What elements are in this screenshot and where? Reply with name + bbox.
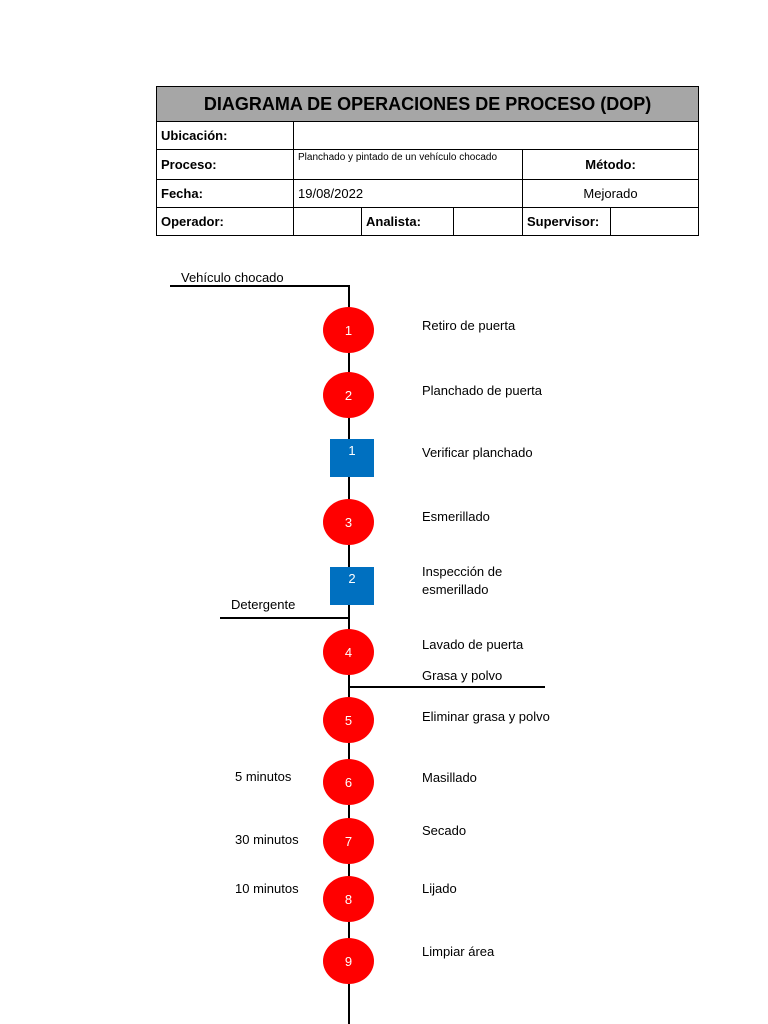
step-desc-3: Verificar planchado	[422, 445, 533, 460]
step-desc-10: Lijado	[422, 881, 457, 896]
inspection-square-2: 2	[330, 567, 374, 605]
ubicacion-value	[292, 121, 700, 150]
step-desc-7: Eliminar grasa y polvo	[422, 709, 550, 724]
analista-label: Analista:	[361, 207, 454, 236]
proceso-label: Proceso:	[156, 149, 294, 180]
time-label-8: 10 minutos	[235, 881, 299, 896]
fecha-label: Fecha:	[156, 179, 294, 208]
step-desc-9: Secado	[422, 823, 467, 838]
input-label-detergente: Detergente	[231, 597, 296, 612]
proceso-value: Planchado y pintado de un vehículo choca…	[293, 149, 523, 180]
analista-value	[453, 207, 523, 236]
input-label-vehiculo: Vehículo chocado	[181, 270, 284, 285]
metodo-value: Mejorado	[521, 179, 700, 208]
operation-circle-1: 1	[323, 307, 374, 353]
fecha-value: 19/08/2022	[293, 179, 523, 208]
operation-circle-6: 6	[323, 759, 374, 805]
operation-circle-5: 5	[323, 697, 374, 743]
output-label-grasa: Grasa y polvo	[422, 668, 503, 683]
output-line-grasa	[350, 686, 545, 688]
metodo-label: Método:	[521, 149, 700, 180]
ubicacion-label: Ubicación:	[156, 121, 294, 150]
input-line-vehiculo	[170, 285, 350, 287]
operation-circle-7: 7	[323, 818, 374, 864]
operation-circle-8: 8	[323, 876, 374, 922]
step-desc-8: Masillado	[422, 770, 477, 785]
supervisor-value	[609, 207, 700, 236]
step-desc-5: Inspección de esmerillado	[422, 564, 503, 597]
supervisor-label: Supervisor:	[522, 207, 611, 236]
step-desc-6: Lavado de puerta	[422, 637, 524, 652]
operation-circle-4: 4	[323, 629, 374, 675]
step-desc-2: Planchado de puerta	[422, 383, 542, 398]
header-table: DIAGRAMA DE OPERACIONES DE PROCESO (DOP)…	[155, 86, 700, 236]
step-desc-4: Esmerillado	[422, 509, 490, 524]
operador-value	[293, 207, 362, 236]
operation-circle-3: 3	[323, 499, 374, 545]
step-desc-11: Limpiar área	[422, 944, 495, 959]
page-title: DIAGRAMA DE OPERACIONES DE PROCESO (DOP)	[155, 86, 700, 122]
operation-circle-2: 2	[323, 372, 374, 418]
inspection-square-1: 1	[330, 439, 374, 477]
time-label-7: 30 minutos	[235, 832, 299, 847]
input-line-detergente	[220, 617, 350, 619]
operador-label: Operador:	[156, 207, 294, 236]
operation-circle-9: 9	[323, 938, 374, 984]
step-desc-1: Retiro de puerta	[422, 318, 516, 333]
time-label-6: 5 minutos	[235, 769, 292, 784]
